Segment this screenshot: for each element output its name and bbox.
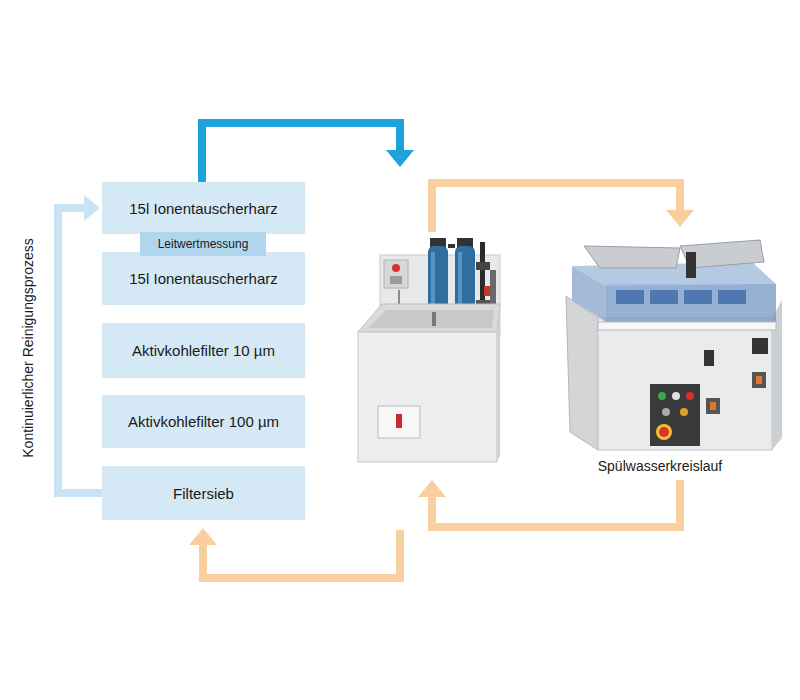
flow-line	[432, 183, 680, 232]
return-arrow	[58, 195, 102, 493]
node-text: 15l Ionentauscherharz	[129, 200, 277, 217]
process-box: 15l Ionentauscherharz	[102, 182, 305, 234]
flow-arrow	[202, 123, 414, 182]
process-label: Kontinuierlicher Reinigungsprozess	[20, 238, 36, 457]
flow-arrow	[418, 480, 680, 527]
machine-caption: Spülwasserkreislauf	[598, 458, 723, 474]
arrow-head	[84, 195, 100, 221]
flow-line	[432, 480, 680, 527]
node-text: Aktivkohlefilter 100 µm	[128, 413, 279, 430]
node-text: Aktivkohlefilter 10 µm	[132, 342, 275, 359]
node-text: Leitwertmessung	[158, 237, 249, 251]
cleaning-station	[358, 238, 500, 462]
process-box: Filtersieb	[102, 466, 305, 520]
arrow-head	[189, 528, 217, 545]
arrow-head	[386, 150, 414, 167]
flow-arrow	[189, 528, 400, 578]
arrow-head	[666, 210, 694, 227]
flow-line	[203, 530, 400, 578]
node-text: Filtersieb	[173, 485, 234, 502]
flow-line	[202, 123, 400, 182]
flow-arrow	[432, 183, 694, 232]
process-box: Aktivkohlefilter 100 µm	[102, 395, 305, 448]
process-box: Aktivkohlefilter 10 µm	[102, 323, 305, 378]
rinse-machine	[566, 240, 782, 450]
process-box: 15l Ionentauscherharz	[102, 252, 305, 305]
arrow-head	[418, 480, 446, 497]
measurement-tag: Leitwertmessung	[140, 232, 266, 256]
node-text: 15l Ionentauscherharz	[129, 270, 277, 287]
connector-line	[58, 208, 102, 493]
